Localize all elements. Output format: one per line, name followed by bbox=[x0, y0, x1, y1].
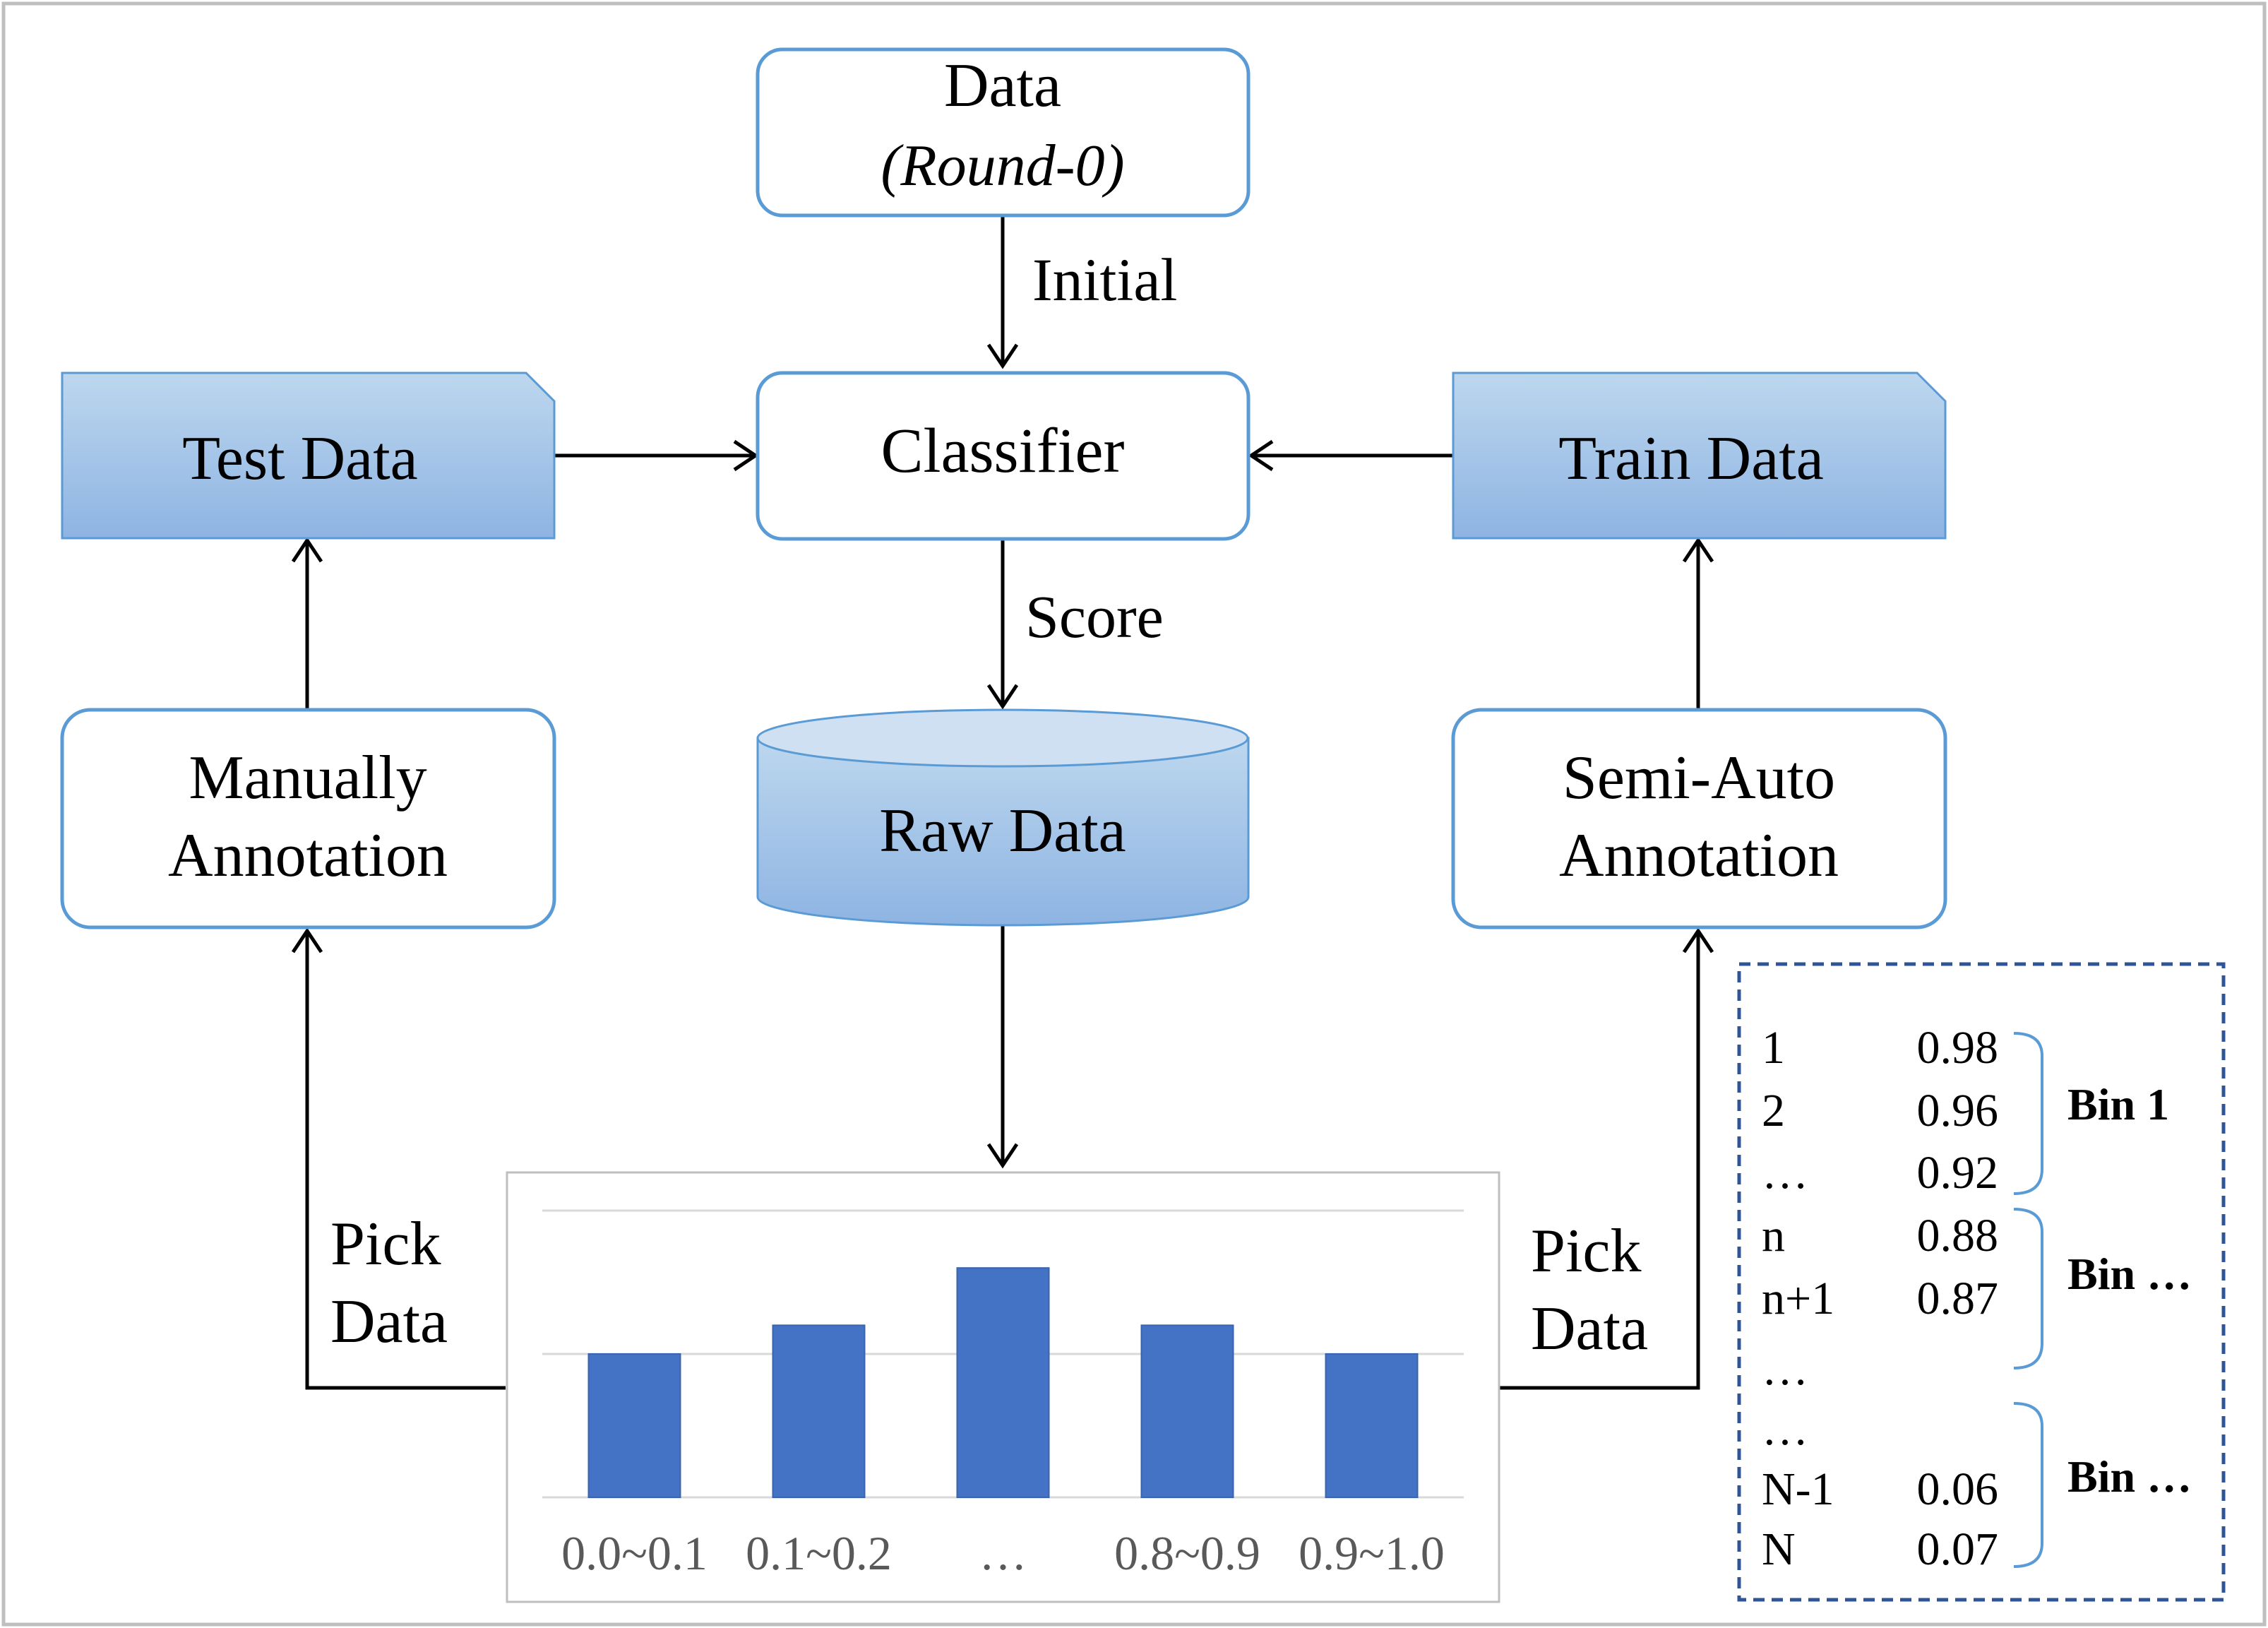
arrow-head-data-to-classifier bbox=[986, 343, 1019, 369]
score-row-id: N-1 bbox=[1762, 1463, 1834, 1515]
manual-annotation-node: Manually Annotation bbox=[60, 708, 556, 929]
score-row-value: 0.98 bbox=[1917, 1022, 1999, 1074]
train-data-shape bbox=[1452, 372, 1947, 540]
test-data-label: Test Data bbox=[182, 424, 417, 493]
bin-2-brace bbox=[2013, 1208, 2043, 1369]
histogram-category-label: … bbox=[979, 1526, 1027, 1580]
manual-annotation-line2: Annotation bbox=[168, 821, 448, 890]
test-data-node: Test Data bbox=[61, 372, 556, 540]
arrow-head-histogram-to-manual bbox=[291, 927, 323, 953]
pick-data-left-line1: Pick bbox=[330, 1210, 441, 1278]
histogram-category-labels: 0.0~0.1 0.1~0.2 … 0.8~0.9 0.9~1.0 bbox=[561, 1526, 1445, 1580]
score-list-rows: 1 0.98 2 0.96 … 0.92 n 0.88 n+1 0.87 … … N-1 0.06N 0.0… bbox=[1762, 1022, 1998, 1575]
raw-data-cylinder-body bbox=[756, 737, 1250, 927]
pick-data-right-line2: Data bbox=[1531, 1295, 1648, 1363]
score-row-id: N bbox=[1762, 1523, 1796, 1575]
classifier-box bbox=[756, 371, 1251, 541]
score-list-dashed-border bbox=[1737, 962, 2226, 1602]
histogram-bar bbox=[772, 1324, 866, 1499]
semi-auto-annotation-line2: Annotation bbox=[1559, 821, 1839, 890]
arrow-head-histogram-to-semi-auto bbox=[1682, 927, 1714, 953]
arrow-head-raw-data-to-histogram bbox=[986, 1143, 1019, 1169]
score-row-id: n bbox=[1762, 1210, 1785, 1261]
score-row-value: 0.96 bbox=[1917, 1085, 1999, 1136]
score-list-panel: 1 0.98 2 0.96 … 0.92 n 0.88 n+1 0.87 … … N-1 0.06N 0.0… bbox=[1737, 962, 2226, 1602]
histogram-category-label: 0.9~1.0 bbox=[1299, 1526, 1445, 1580]
score-histogram: 0.0~0.1 0.1~0.2 … 0.8~0.9 0.9~1.0 bbox=[506, 1171, 1500, 1603]
classifier-node: Classifier bbox=[756, 371, 1251, 541]
score-row-id: 2 bbox=[1762, 1085, 1785, 1136]
histogram-bar bbox=[956, 1267, 1050, 1498]
raw-data-cylinder-top bbox=[756, 708, 1249, 768]
manual-annotation-line1: Manually bbox=[189, 744, 426, 812]
data-round-0-box bbox=[756, 47, 1251, 218]
semi-auto-annotation-node: Semi-Auto Annotation bbox=[1451, 708, 1947, 929]
score-row-value: 0.87 bbox=[1917, 1273, 1999, 1324]
test-data-shape bbox=[61, 372, 556, 540]
score-row-value: 0.07 bbox=[1917, 1523, 1999, 1575]
arrow-histogram-to-semi-auto bbox=[1500, 931, 1700, 1390]
semi-auto-annotation-line1: Semi-Auto bbox=[1563, 744, 1835, 812]
manual-annotation-box bbox=[60, 708, 556, 929]
bin-1-label: Bin 1 bbox=[2067, 1079, 2169, 1129]
data-node-subtitle: (Round-0) bbox=[881, 133, 1124, 198]
connectors bbox=[291, 215, 1714, 1390]
score-row-value: 0.92 bbox=[1917, 1147, 1999, 1199]
arrow-head-classifier-to-raw-data bbox=[986, 684, 1019, 710]
bin-3-label: Bin … bbox=[2067, 1451, 2192, 1502]
raw-data-label: Raw Data bbox=[879, 797, 1126, 865]
histogram-category-label: 0.8~0.9 bbox=[1114, 1526, 1260, 1580]
bin-1-brace bbox=[2013, 1032, 2043, 1195]
data-node-title: Data bbox=[944, 52, 1061, 120]
pick-data-right-line1: Pick bbox=[1531, 1217, 1641, 1285]
bin-3-brace bbox=[2013, 1402, 2043, 1568]
histogram-category-label: 0.0~0.1 bbox=[561, 1526, 708, 1580]
bin-braces bbox=[2013, 1032, 2043, 1568]
raw-data-node: Raw Data bbox=[756, 708, 1250, 927]
histogram-category-label: 0.1~0.2 bbox=[746, 1526, 892, 1580]
arrow-head-semi-auto-to-train-data bbox=[1682, 537, 1714, 563]
arrow-head-train-data-to-classifier bbox=[1248, 439, 1274, 472]
arrow-histogram-to-manual bbox=[305, 931, 506, 1390]
score-row-id: … bbox=[1762, 1343, 1808, 1395]
score-row-id: n+1 bbox=[1762, 1273, 1834, 1324]
score-row-id: … bbox=[1762, 1147, 1808, 1199]
train-data-label: Train Data bbox=[1558, 424, 1824, 493]
arrow-head-test-data-to-classifier bbox=[733, 439, 759, 472]
train-data-node: Train Data bbox=[1452, 372, 1947, 540]
score-row-id: 1 bbox=[1762, 1022, 1785, 1074]
arrow-head-manual-to-test-data bbox=[291, 537, 323, 563]
score-row-id: … bbox=[1762, 1403, 1808, 1455]
histogram-bar bbox=[1325, 1353, 1419, 1498]
score-row-value: 0.88 bbox=[1917, 1210, 1999, 1261]
semi-auto-annotation-box bbox=[1451, 708, 1947, 929]
score-edge-label: Score bbox=[1025, 583, 1164, 650]
histogram-bar bbox=[1140, 1324, 1234, 1499]
classifier-label: Classifier bbox=[881, 416, 1125, 486]
initial-edge-label: Initial bbox=[1032, 246, 1177, 314]
data-round-0-node: Data (Round-0) bbox=[756, 47, 1251, 218]
bin-2-label: Bin … bbox=[2067, 1249, 2192, 1299]
pick-data-left-line2: Data bbox=[330, 1288, 448, 1356]
histogram-bar bbox=[587, 1353, 681, 1498]
score-row-value: 0.06 bbox=[1917, 1463, 1999, 1515]
histogram-bars bbox=[587, 1267, 1419, 1499]
